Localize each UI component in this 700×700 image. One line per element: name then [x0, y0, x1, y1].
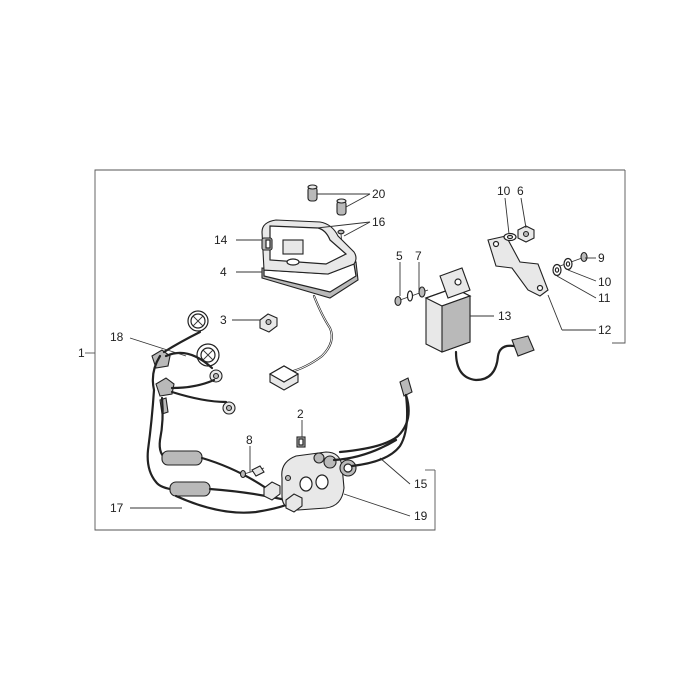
- callout-7: 7: [415, 249, 422, 263]
- leader-lines: [129, 193, 597, 517]
- nut-part-6: [503, 225, 535, 243]
- callout-10-top: 10: [497, 184, 511, 198]
- callout-17: 17: [110, 501, 124, 515]
- mounting-bracket-part: [487, 235, 549, 297]
- callout-19: 19: [414, 509, 428, 523]
- harness-part: [313, 377, 413, 477]
- callout-labels: 1 2 3 4 5 6 7 8 9 10 10 11 12 13 14 15 1…: [78, 184, 612, 523]
- callout-3: 3: [220, 313, 227, 327]
- callout-10-right: 10: [598, 275, 612, 289]
- callout-14: 14: [214, 233, 228, 247]
- assembly-frame: [85, 169, 626, 531]
- sensor-cluster-part: [151, 310, 236, 415]
- callout-18: 18: [110, 330, 124, 344]
- callout-9: 9: [598, 251, 605, 265]
- callout-1: 1: [78, 346, 85, 360]
- cable-sleeve-part: [161, 450, 211, 497]
- clip-part: [296, 436, 306, 448]
- nut-part: [259, 313, 278, 333]
- callout-6: 6: [517, 184, 524, 198]
- callout-2: 2: [297, 407, 304, 421]
- bolt-part-9: [552, 251, 588, 277]
- control-module-part: [424, 267, 472, 353]
- callout-11: 11: [598, 291, 611, 305]
- callout-13: 13: [498, 309, 512, 323]
- spacer-part: [307, 184, 347, 216]
- callout-4: 4: [220, 265, 227, 279]
- callout-20: 20: [372, 187, 386, 201]
- bolt-part-5: [394, 286, 429, 307]
- housing-connector-part: [268, 365, 300, 391]
- callout-5: 5: [396, 249, 403, 263]
- callout-12: 12: [598, 323, 612, 337]
- callout-16: 16: [372, 215, 386, 229]
- module-connector-part: [511, 335, 535, 357]
- screw-part-8: [239, 465, 265, 479]
- callout-8: 8: [246, 433, 253, 447]
- callout-15: 15: [414, 477, 428, 491]
- control-housing-part: [261, 219, 359, 299]
